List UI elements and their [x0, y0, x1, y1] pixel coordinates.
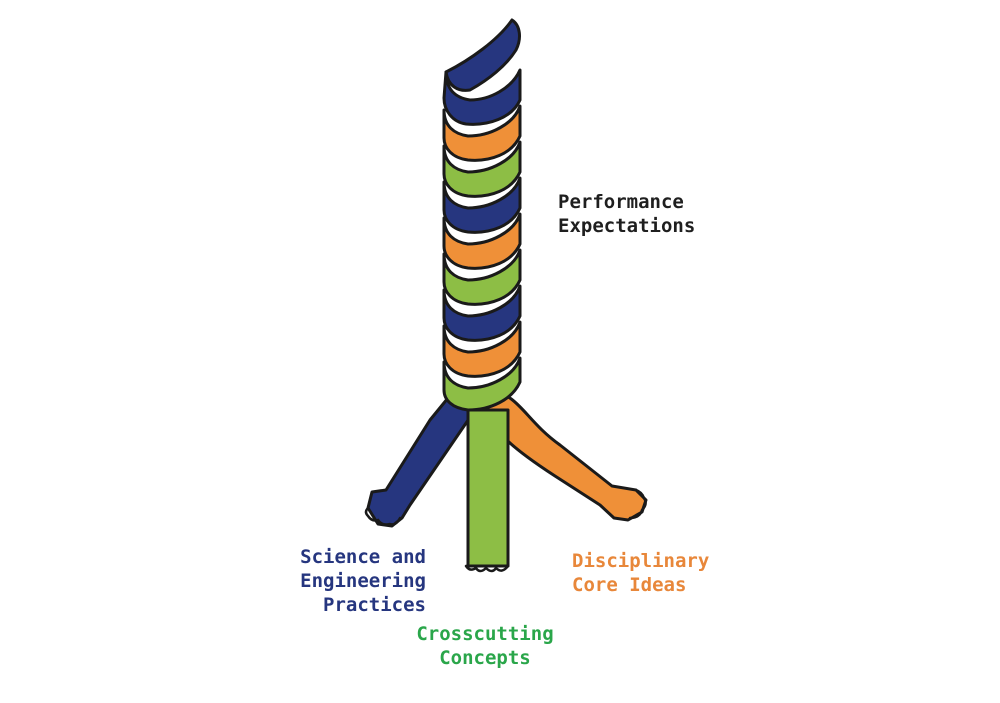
label-line: Science and — [300, 546, 426, 568]
label-line: Concepts — [439, 647, 531, 669]
rope-segment-4 — [442, 176, 522, 234]
rope-segment-3 — [442, 140, 522, 198]
rope-segment-1 — [442, 68, 522, 126]
strand-blue-fray — [364, 506, 402, 526]
label-performance-expectations: Performance Expectations — [558, 190, 695, 238]
rope-segment-5 — [442, 212, 522, 270]
strand-green-fray — [464, 564, 510, 573]
label-disciplinary-core-ideas: Disciplinary Core Ideas — [572, 549, 709, 597]
label-line: Performance — [558, 191, 684, 213]
strand-green-leg — [466, 408, 510, 568]
rope-body — [442, 18, 522, 412]
strand-orange-fray — [628, 488, 647, 520]
label-line: Crosscutting — [416, 623, 554, 645]
rope-segment-2 — [442, 104, 522, 162]
label-line: Disciplinary — [572, 550, 710, 572]
rope-segment-8 — [442, 320, 522, 378]
rope-segment-top — [444, 18, 521, 92]
strand-blue-leg — [366, 396, 477, 528]
label-science-engineering-practices: Science and Engineering Practices — [276, 545, 426, 617]
label-crosscutting-concepts: Crosscutting Concepts — [405, 622, 565, 670]
label-line: Practices — [323, 594, 426, 616]
label-line: Engineering — [300, 570, 426, 592]
label-line: Core Ideas — [572, 574, 687, 596]
rope-segment-9 — [442, 356, 522, 412]
rope-segment-7 — [442, 284, 522, 342]
rope-segment-6 — [442, 248, 522, 306]
label-line: Expectations — [558, 215, 696, 237]
